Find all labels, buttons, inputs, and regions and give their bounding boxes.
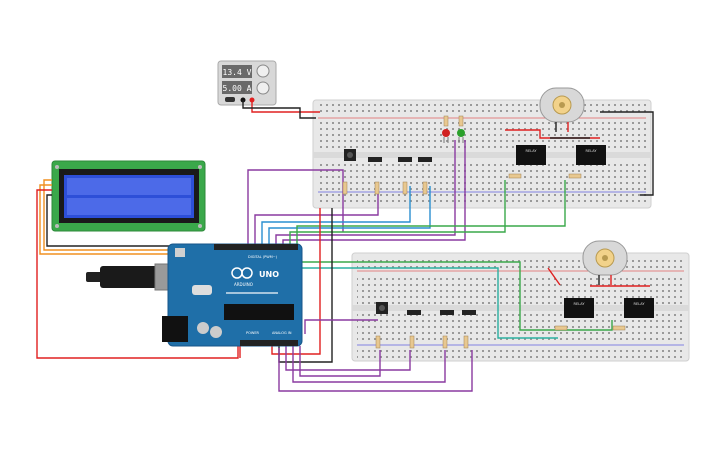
pushbutton-bottom[interactable] xyxy=(376,302,388,314)
arduino-brand: ARDUINO xyxy=(234,282,253,287)
resistors xyxy=(342,115,626,349)
arduino-digital-label: DIGITAL (PWM~) xyxy=(248,255,278,259)
svg-text:RELAY: RELAY xyxy=(634,302,646,306)
voltage-readout: 13.4 V xyxy=(223,68,252,77)
arduino-power-label: POWER xyxy=(246,331,260,335)
arduino-analog-label: ANALOG IN xyxy=(272,331,292,335)
relay-4: RELAY xyxy=(624,298,654,318)
led-green xyxy=(457,129,465,143)
relay-3: RELAY xyxy=(564,298,594,318)
svg-text:RELAY: RELAY xyxy=(574,302,586,306)
current-knob[interactable] xyxy=(256,81,270,95)
pushbutton-top[interactable] xyxy=(344,149,356,161)
lcd-display xyxy=(51,160,206,232)
dc-motor-bottom xyxy=(582,240,628,285)
relay-1: RELAY xyxy=(516,145,546,165)
svg-text:RELAY: RELAY xyxy=(586,149,598,153)
arduino-uno: UNO ARDUINO DIGITAL (PWM~) POWER ANALOG … xyxy=(162,243,303,347)
relay-2: RELAY xyxy=(576,145,606,165)
led-red xyxy=(442,129,450,143)
arduino-logo-text: UNO xyxy=(259,270,279,279)
power-supply[interactable]: 13.4 V 5.00 A xyxy=(217,60,277,106)
wires xyxy=(36,100,654,392)
current-readout: 5.00 A xyxy=(223,84,252,93)
transistors xyxy=(368,157,476,315)
svg-text:RELAY: RELAY xyxy=(526,149,538,153)
voltage-knob[interactable] xyxy=(256,64,270,78)
dc-motor-top xyxy=(539,87,585,132)
